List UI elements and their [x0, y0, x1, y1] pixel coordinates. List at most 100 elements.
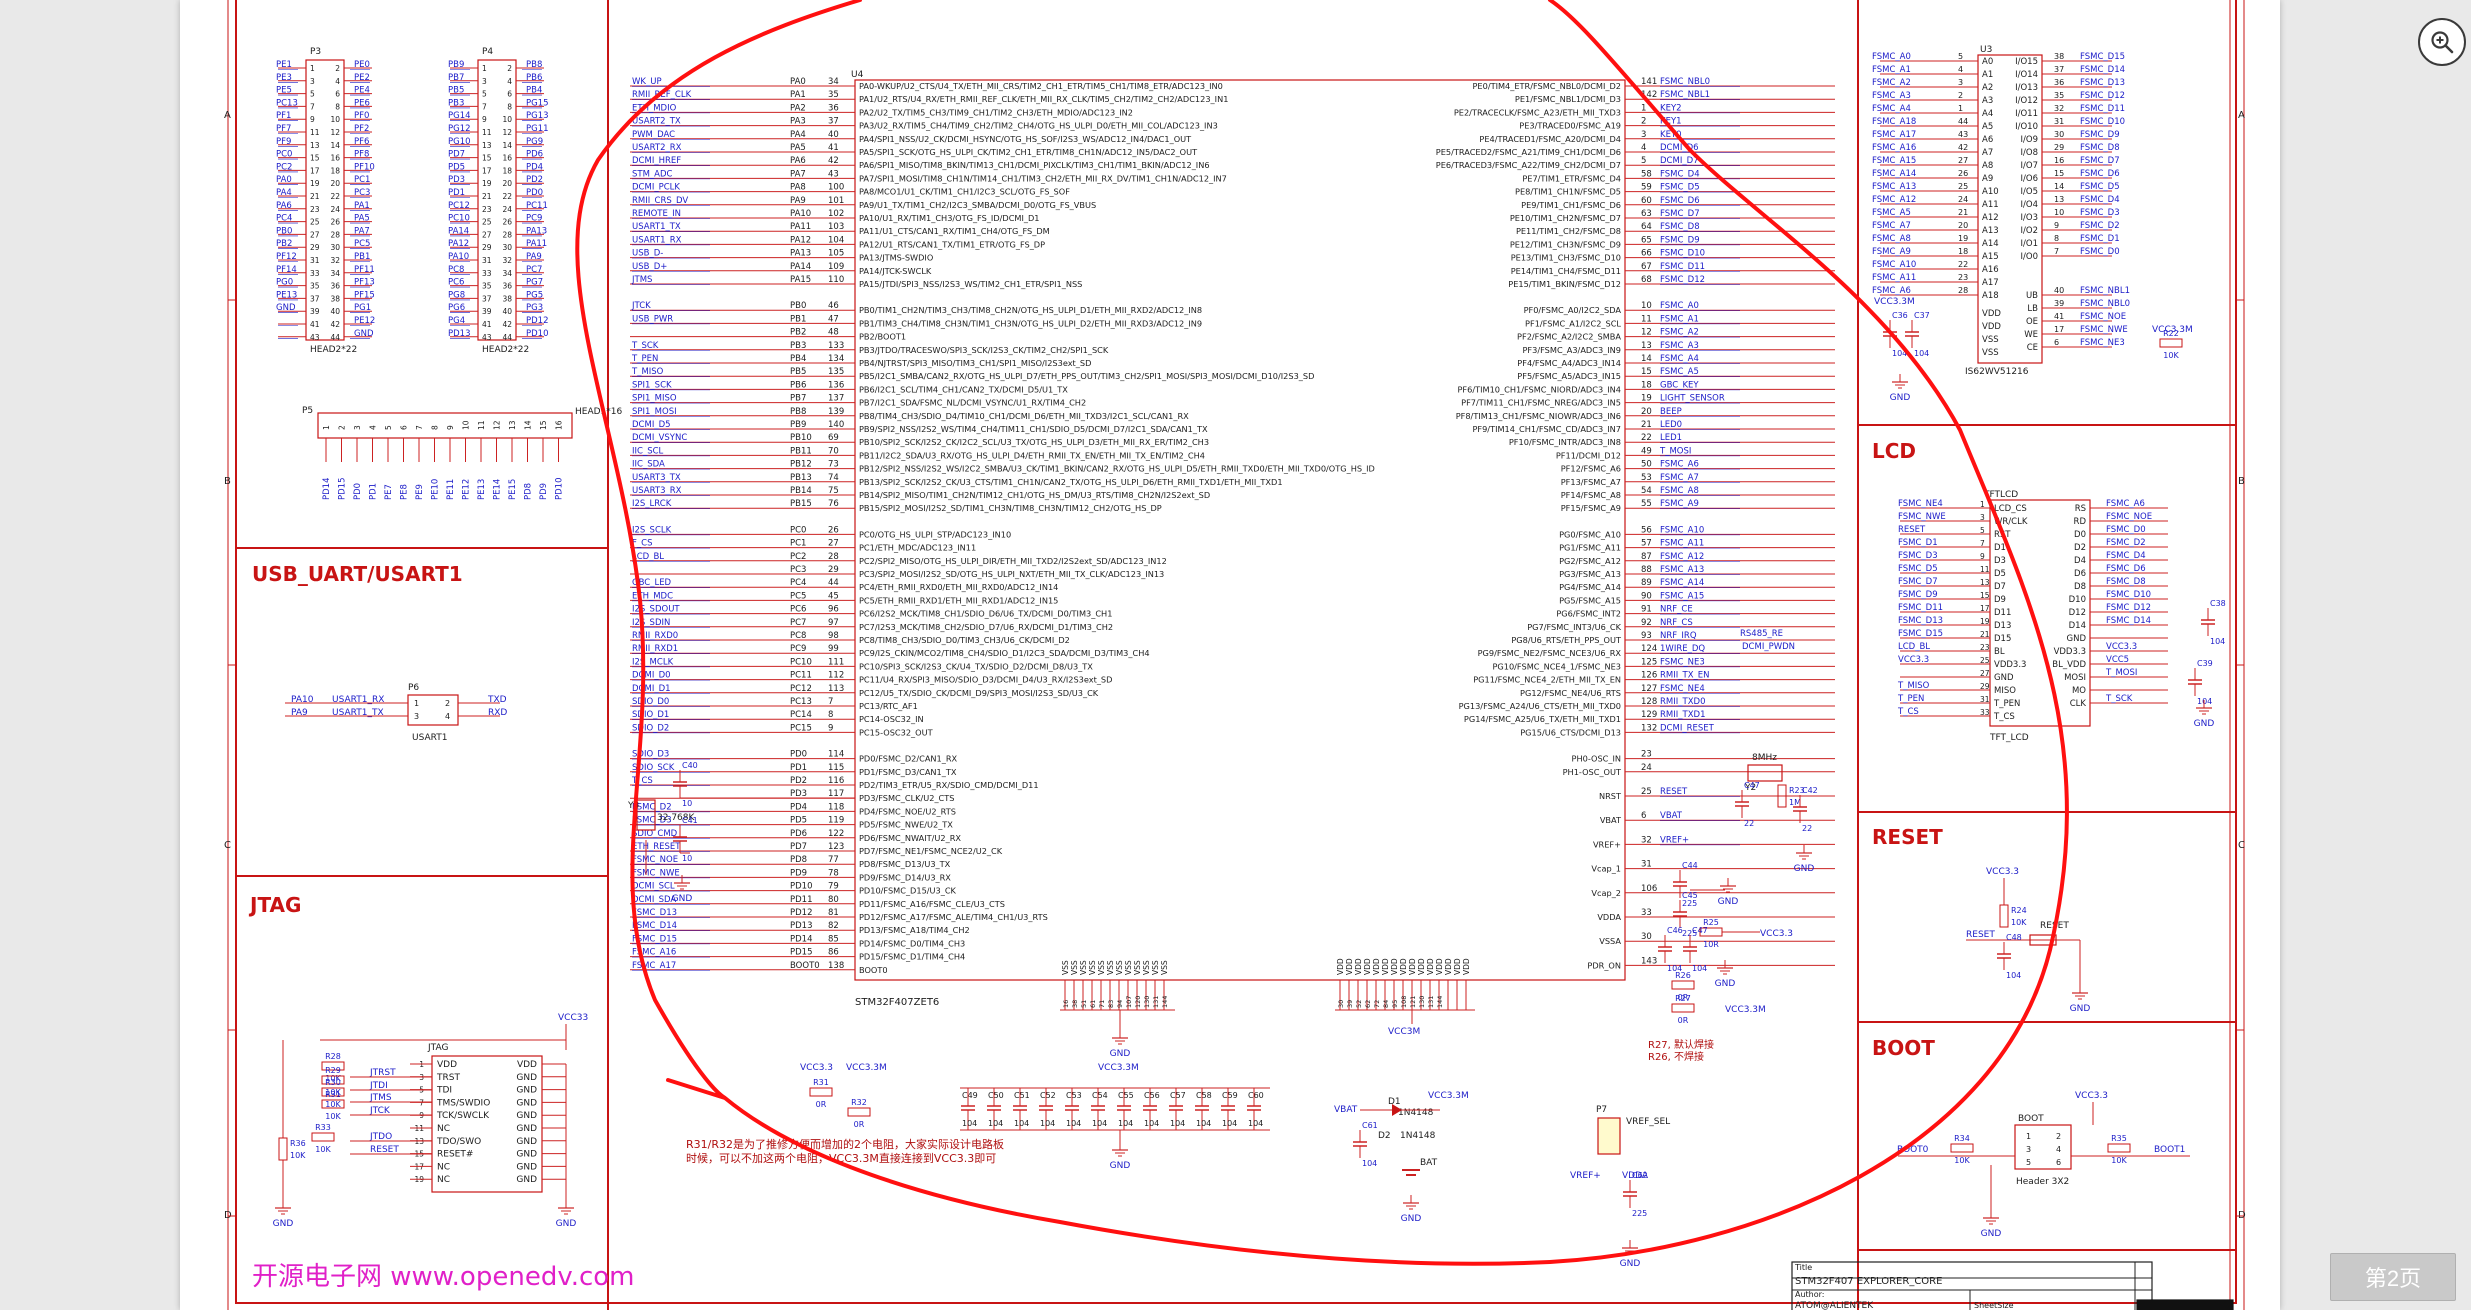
pin-function: PA13/JTMS-SWDIO — [859, 253, 933, 263]
pin-number: 8 — [507, 102, 512, 111]
zoom-in-button[interactable] — [2418, 18, 2466, 66]
pin-number: 102 — [828, 209, 844, 219]
page-indicator[interactable]: 第2页 — [2330, 1253, 2456, 1301]
pin-name: VSS — [1160, 960, 1169, 975]
pin-number: 10 — [502, 115, 512, 124]
pin-number: 32 — [2054, 104, 2064, 113]
pin-number: 48 — [828, 328, 839, 338]
pin-number: 29 — [2054, 143, 2064, 152]
resistor-value: 10K — [315, 1145, 331, 1154]
pin-name: GND — [1994, 673, 2014, 683]
pin-number: 20 — [330, 179, 340, 188]
pin-number: 50 — [1641, 460, 1652, 470]
net-label: VCC3.3 — [2106, 642, 2137, 652]
net-label: PE1 — [276, 60, 292, 70]
pin-number: 26 — [828, 525, 839, 535]
pin-number: 77 — [828, 855, 839, 865]
pin-number: 5 — [2026, 1158, 2031, 1167]
pin-number: 29 — [1980, 682, 1990, 691]
pin-name: PD7 — [790, 842, 807, 852]
net-label: FSMC_D6 — [1660, 196, 1700, 206]
pin-number: 37 — [2054, 65, 2064, 74]
pin-name: RD — [2074, 517, 2087, 527]
net-label: PG15 — [526, 98, 549, 108]
net-label: PB2 — [276, 239, 292, 249]
net-label: PD6 — [526, 150, 543, 160]
pin-number: 64 — [1641, 222, 1652, 232]
resistor-label: R27 — [1675, 994, 1691, 1003]
pin-name: RESET# — [437, 1150, 473, 1160]
pin-number: 11 — [482, 128, 492, 137]
pin-name: PA4 — [790, 130, 806, 140]
capacitor-value: 104 — [1362, 1159, 1377, 1168]
pin-number: 9 — [828, 723, 833, 733]
pin-name: GND — [516, 1175, 537, 1185]
designator-label: BOOT — [2018, 1114, 2044, 1124]
pin-function: PB15/SPI2_MOSI/I2S2_SD/TIM1_CH3N/TIM8_CH… — [859, 503, 1162, 513]
pin-number: 11 — [1980, 565, 1990, 574]
net-label: FSMC_A10 — [1660, 525, 1704, 535]
pin-function: PC7/I2S3_MCK/TIM8_CH2/SDIO_D7/U6_RX/DCMI… — [859, 622, 1113, 632]
net-label: PE11 — [446, 479, 456, 500]
net-label: GND — [276, 303, 296, 313]
pin-number: 16 — [330, 154, 340, 163]
pin-number: 1 — [322, 425, 331, 430]
pin-name: MOSI — [2064, 673, 2086, 683]
pin-number: 31 — [310, 256, 320, 265]
pin-number: 17 — [1980, 604, 1990, 613]
pin-name: PC4 — [790, 578, 806, 588]
power-label: VCC3M — [1388, 1027, 1420, 1037]
net-label: PB6 — [526, 73, 542, 83]
net-label: JTCK — [369, 1106, 391, 1116]
net-label: FSMC_A14 — [1872, 169, 1916, 179]
section-title: USB_UART/USART1 — [252, 562, 463, 586]
pin-name: PB14 — [790, 486, 812, 496]
pin-name: A13 — [1982, 226, 1999, 236]
net-label: PC11 — [526, 201, 548, 211]
net-label: RESET — [370, 1145, 399, 1155]
pin-number: 7 — [2054, 247, 2059, 256]
pin-name: A8 — [1982, 161, 1993, 171]
pin-number: 3 — [2026, 1145, 2031, 1154]
net-label: PD1 — [369, 483, 379, 500]
pin-name: PB13 — [790, 473, 812, 483]
pin-function: PA3/U2_RX/TIM5_CH4/TIM9_CH2/TIM2_CH4/OTG… — [859, 121, 1218, 131]
pin-number: 32 — [330, 256, 340, 265]
pin-number: 33 — [1980, 708, 1990, 717]
pin-number: 47 — [828, 314, 839, 324]
capacitor-label: C40 — [682, 761, 698, 770]
crystal-frequency: 32.768K — [657, 813, 695, 823]
pin-number: 4 — [1641, 143, 1646, 153]
component-body — [1777, 784, 1787, 808]
pin-name: D6 — [2074, 569, 2086, 579]
net-label: FSMC_D12 — [1660, 275, 1705, 285]
net-label: FSMC_A4 — [1872, 104, 1911, 114]
pin-number: 15 — [539, 420, 548, 430]
pin-number: 30 — [1337, 1000, 1345, 1008]
net-label: FSMC_A5 — [1872, 208, 1911, 218]
net-label: FSMC_A17 — [1872, 130, 1916, 140]
pin-function: PG5/FSMC_A15 — [1559, 595, 1621, 605]
pin-name: GND — [516, 1124, 537, 1134]
pin-name: GND — [516, 1098, 537, 1108]
pin-number: 30 — [2054, 130, 2064, 139]
net-label: PD10 — [555, 478, 565, 501]
footer-label: TFT_LCD — [1989, 733, 2029, 743]
pin-function: PH0-OSC_IN — [1572, 754, 1621, 764]
pin-number: 20 — [1958, 221, 1968, 230]
net-label: PC9 — [526, 214, 542, 224]
pin-function: PD1/FSMC_D3/CAN1_TX — [859, 767, 957, 777]
power-label: VCC3.3M — [1428, 1091, 1469, 1101]
pin-function: PE8/TIM1_CH1N/FSMC_D5 — [1515, 187, 1621, 197]
net-label: PA6 — [276, 201, 292, 211]
pin-number: 16 — [2054, 156, 2064, 165]
pin-function: PF15/FSMC_A9 — [1561, 503, 1621, 513]
pin-name: A4 — [1982, 109, 1993, 119]
net-label: USART1_TX — [332, 708, 384, 718]
net-label: FSMC_A4 — [1660, 354, 1699, 364]
pin-number: 139 — [828, 407, 844, 417]
net-label: PE12 — [462, 479, 472, 500]
net-label: USART2_RX — [632, 143, 682, 153]
pin-number: 29 — [828, 565, 839, 575]
